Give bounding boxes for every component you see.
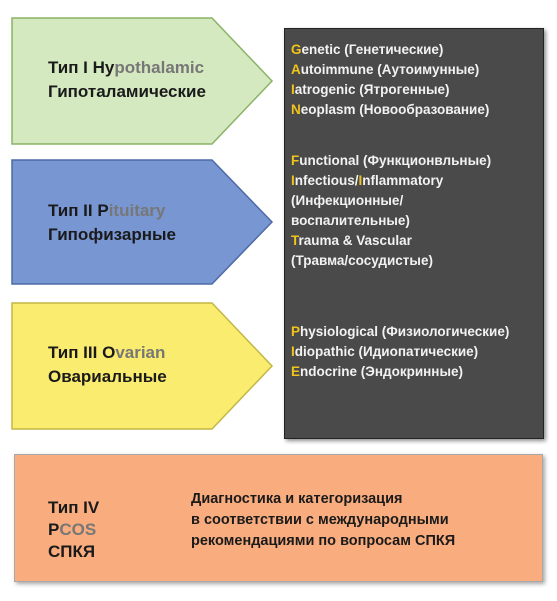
cause-trauma: Trauma & Vascular: [291, 233, 412, 248]
pituitary-causes: Functional (Функционвльные) Infectious/I…: [291, 151, 491, 271]
type1-label: Тип I Hypothalamic Гипоталамические: [48, 58, 206, 101]
causes-panel: Genetic (Генетические) Autoimmune (Аутои…: [284, 28, 544, 439]
cause-genetic: Genetic (Генетические): [291, 42, 444, 57]
cause-iatrogenic: Iatrogenic (Ятрогенные): [291, 82, 450, 97]
type4-description: Диагностика и категоризация в соответств…: [191, 491, 456, 549]
type1-arrow: Тип I Hypothalamic Гипоталамические: [11, 17, 274, 145]
type2-arrow-shape: [11, 159, 274, 285]
type4-label: Тип IV PCOS СПКЯ: [48, 498, 100, 561]
type3-label: Тип III Ovarian Овариальные: [48, 343, 167, 386]
type3-arrow-shape: [11, 302, 274, 430]
type3-arrow: Тип III Ovarian Овариальные: [11, 302, 274, 430]
ovarian-causes: Physiological (Физиологические) Idiopath…: [291, 322, 509, 382]
cause-infectious: Infectious/Inflammatory: [291, 173, 444, 188]
type1-arrow-shape: [11, 17, 274, 145]
type2-label: Тип II Pituitary Гипофизарные: [48, 201, 176, 244]
cause-functional: Functional (Функционвльные): [291, 153, 492, 168]
cause-idiopathic: Idiopathic (Идиопатические): [291, 344, 479, 359]
cause-autoimmune: Autoimmune (Аутоимунные): [291, 62, 480, 77]
cause-trauma-ru: (Травма/сосудистые): [291, 253, 433, 268]
cause-endocrine: Endocrine (Эндокринные): [291, 364, 463, 379]
hypothalamic-causes: Genetic (Генетические) Autoimmune (Аутои…: [291, 40, 489, 120]
type2-arrow: Тип II Pituitary Гипофизарные: [11, 159, 274, 285]
cause-infectious-ru-1: (Инфекционные/: [291, 193, 404, 208]
cause-physiological: Physiological (Физиологические): [291, 324, 510, 339]
type4-box: Тип IV PCOS СПКЯ Диагностика и категориз…: [14, 454, 543, 582]
cause-neoplasm: Neoplasm (Новообразование): [291, 102, 490, 117]
cause-infectious-ru-2: воспалительные): [291, 213, 410, 228]
